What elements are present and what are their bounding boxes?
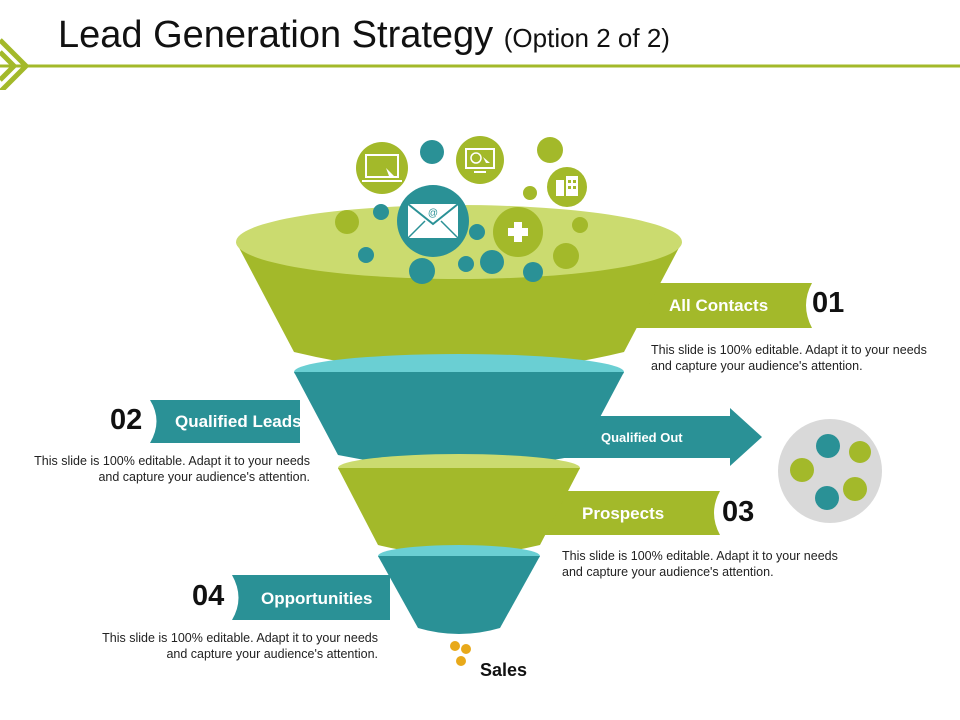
bubble xyxy=(409,258,435,284)
funnel-segment-2 xyxy=(294,372,624,468)
plus-icon xyxy=(493,207,543,257)
bubble xyxy=(523,186,537,200)
description-03: This slide is 100% editable. Adapt it to… xyxy=(562,548,862,580)
label-qualified-out: Qualified Out xyxy=(601,430,683,445)
bubble xyxy=(480,250,504,274)
laptop-icon xyxy=(356,142,408,194)
bubble xyxy=(469,224,485,240)
label-prospects: Prospects xyxy=(582,504,664,524)
description-02: This slide is 100% editable. Adapt it to… xyxy=(10,453,310,485)
coin-icon xyxy=(450,641,471,666)
bubble xyxy=(373,204,389,220)
bubble xyxy=(572,217,588,233)
label-sales: Sales xyxy=(480,660,527,681)
bubble xyxy=(523,262,543,282)
building-icon xyxy=(547,167,587,207)
label-all-contacts: All Contacts xyxy=(669,296,768,316)
svg-text:@: @ xyxy=(428,208,438,219)
number-04: 04 xyxy=(192,580,224,613)
bubble xyxy=(420,140,444,164)
number-01: 01 xyxy=(812,287,844,320)
monitor-dollar-icon xyxy=(456,136,504,184)
number-03: 03 xyxy=(722,496,754,529)
funnel-segment-3 xyxy=(338,468,580,555)
label-qualified-leads: Qualified Leads xyxy=(175,412,302,432)
funnel-segment-4 xyxy=(378,556,540,634)
bubble xyxy=(358,247,374,263)
label-opportunities: Opportunities xyxy=(261,589,372,609)
bubble xyxy=(335,210,359,234)
description-04: This slide is 100% editable. Adapt it to… xyxy=(78,630,378,662)
qualified-out-circle xyxy=(778,419,882,523)
number-02: 02 xyxy=(110,404,142,437)
bubble xyxy=(553,243,579,269)
description-01: This slide is 100% editable. Adapt it to… xyxy=(651,342,951,374)
bubble xyxy=(458,256,474,272)
bubble xyxy=(537,137,563,163)
email-icon: @ xyxy=(397,185,469,257)
